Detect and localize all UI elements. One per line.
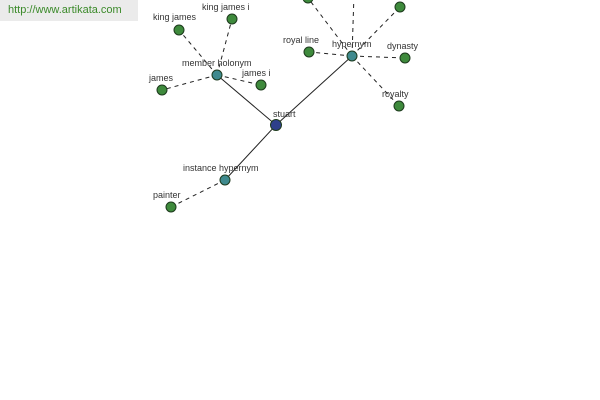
node-hyp-top-right[interactable] — [394, 1, 406, 13]
graph-labels: stuart member holonym hypernym instance hyp… — [148, 2, 419, 200]
graph-nodes — [156, 0, 411, 213]
label-instance-hypernym: instance hypernym — [183, 163, 259, 173]
node-royal-line[interactable] — [303, 46, 315, 58]
label-painter: painter — [153, 190, 181, 200]
node-king-james[interactable] — [173, 24, 185, 36]
node-member-holonym[interactable] — [211, 69, 223, 81]
edge-king_james_i — [216, 18, 233, 76]
edge-hyp_top — [351, 0, 355, 57]
edge-royalty — [351, 55, 400, 107]
edge-james — [161, 74, 218, 91]
label-stuart: stuart — [273, 109, 296, 119]
node-royalty[interactable] — [393, 100, 405, 112]
label-royal-line: royal line — [283, 35, 319, 45]
label-hypernym: hypernym — [332, 39, 372, 49]
node-james-i[interactable] — [255, 79, 267, 91]
node-hypernym[interactable] — [346, 50, 358, 62]
edge-king_james — [178, 29, 218, 76]
site-link-bar: http://www.artikata.com — [0, 0, 138, 21]
label-royalty: royalty — [382, 89, 409, 99]
edge-royal_line — [308, 51, 353, 57]
label-dynasty: dynasty — [387, 41, 419, 51]
label-king-james-i: king james i — [202, 2, 250, 12]
node-james[interactable] — [156, 84, 168, 96]
edge-member_holonym — [216, 74, 277, 126]
edge-instance_hypernym — [224, 124, 277, 181]
node-dynasty[interactable] — [399, 52, 411, 64]
node-instance-hypernym[interactable] — [219, 174, 231, 186]
site-link[interactable]: http://www.artikata.com — [8, 4, 122, 16]
edge-hypernym — [275, 55, 353, 126]
node-painter[interactable] — [165, 201, 177, 213]
edge-dynasty — [351, 55, 406, 59]
node-king-james-i[interactable] — [226, 13, 238, 25]
edge-hyp_top_right — [351, 6, 401, 57]
node-hyp-top-left[interactable] — [302, 0, 314, 4]
label-james-i: james i — [241, 68, 271, 78]
label-king-james: king james — [153, 12, 197, 22]
graph-edges — [161, 0, 406, 208]
label-member-holonym: member holonym — [182, 58, 252, 68]
label-james: james — [148, 73, 174, 83]
node-stuart[interactable] — [270, 119, 282, 131]
edge-painter — [170, 179, 226, 208]
